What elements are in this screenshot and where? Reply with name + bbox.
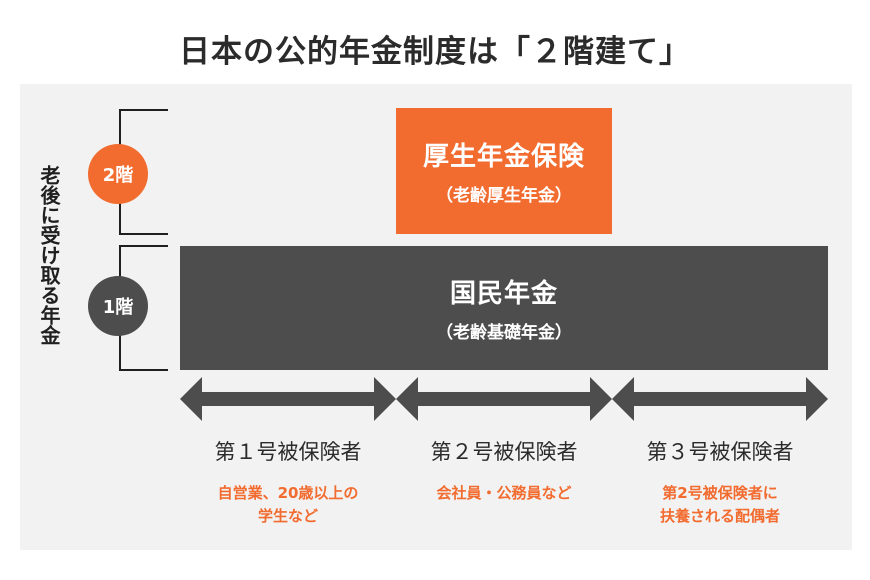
side-label: 老後に受け取る年金 xyxy=(37,165,61,345)
insured-column-3: 第３号被保険者 第2号被保険者に 扶養される配偶者 xyxy=(612,436,828,528)
tier-2-badge: 2階 xyxy=(88,144,148,204)
insured-column-2: 第２号被保険者 会社員・公務員など xyxy=(396,436,612,505)
double-arrow-icon xyxy=(180,377,396,421)
insured-2-name: 第２号被保険者 xyxy=(430,440,578,464)
kosei-nenkin-box: 厚生年金保険 （老齢厚生年金） xyxy=(396,108,612,234)
kokumin-nenkin-sub: （老齢基礎年金） xyxy=(436,323,572,343)
kosei-nenkin-sub: （老齢厚生年金） xyxy=(436,186,572,206)
double-arrow-icon xyxy=(612,377,828,421)
kokumin-nenkin-box: 国民年金 （老齢基礎年金） xyxy=(180,246,828,370)
insured-3-desc: 第2号被保険者に 扶養される配偶者 xyxy=(612,482,828,528)
kosei-nenkin-title: 厚生年金保険 xyxy=(422,142,585,172)
page-title: 日本の公的年金制度は「２階建て」 xyxy=(179,34,691,70)
kokumin-nenkin-title: 国民年金 xyxy=(449,279,558,309)
insured-2-desc: 会社員・公務員など xyxy=(396,482,612,505)
insured-3-desc-line1: 第2号被保険者に xyxy=(662,484,778,502)
insured-column-1: 第１号被保険者 自営業、20歳以上の 学生など xyxy=(180,436,396,528)
tier-1-badge-label: 1階 xyxy=(102,297,134,318)
insured-3-name: 第３号被保険者 xyxy=(646,440,794,464)
insured-1-desc: 自営業、20歳以上の 学生など xyxy=(180,482,396,528)
double-arrow-icon xyxy=(396,377,612,421)
insured-1-name: 第１号被保険者 xyxy=(214,440,362,464)
tier-2-badge-label: 2階 xyxy=(102,165,134,186)
tier-1-badge: 1階 xyxy=(88,276,148,336)
insured-1-desc-line1: 自営業、20歳以上の xyxy=(217,484,359,502)
insured-1-desc-line2: 学生など xyxy=(257,507,318,525)
insured-2-desc-line1: 会社員・公務員など xyxy=(436,484,572,502)
insured-3-desc-line2: 扶養される配偶者 xyxy=(659,507,780,525)
